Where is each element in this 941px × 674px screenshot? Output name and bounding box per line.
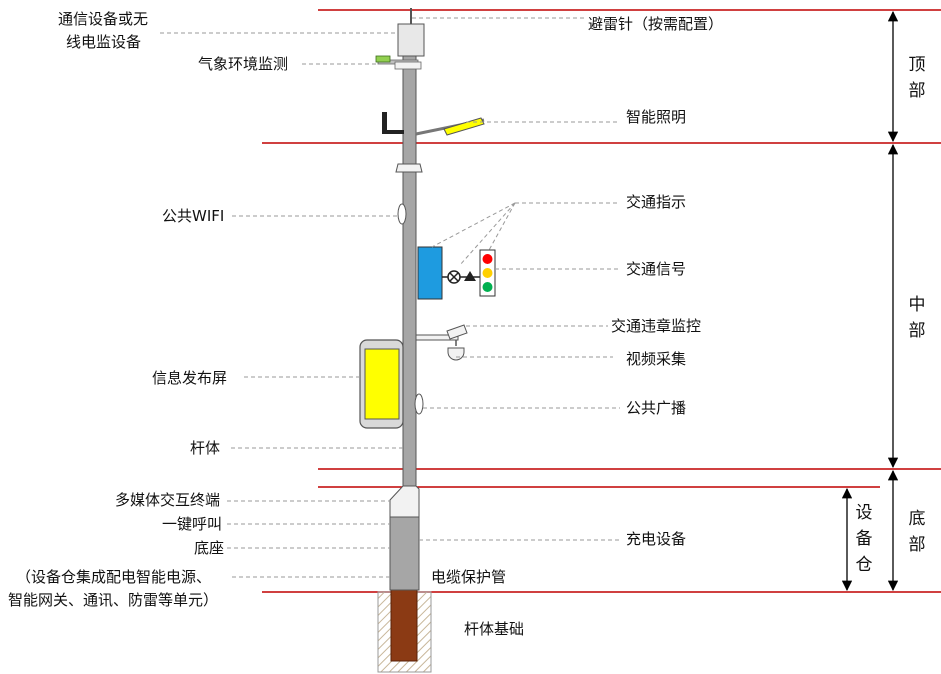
- base-transition: [389, 485, 420, 518]
- label-cable-conduit: 电缆保护管: [431, 568, 507, 586]
- section-cabin-char-1: 设: [855, 503, 873, 523]
- section-cabin-char-2: 备: [855, 529, 873, 549]
- label-sos: 一键呼叫: [162, 515, 223, 533]
- label-violation-monitor: 交通违章监控: [611, 317, 702, 335]
- section-top-char-1: 顶: [908, 55, 926, 75]
- wifi-antenna: [397, 203, 407, 225]
- pole-foundation: [377, 589, 432, 673]
- label-comm-line2: 线电监设备: [66, 33, 142, 51]
- label-wifi: 公共WIFI: [162, 207, 225, 225]
- label-multimedia: 多媒体交互终端: [115, 491, 221, 509]
- label-broadcast: 公共广播: [626, 399, 687, 417]
- info-screen: [359, 339, 404, 429]
- label-comm-line1: 通信设备或无: [58, 10, 149, 28]
- comm-device-box: [397, 23, 425, 57]
- section-bottom-char-1: 底: [908, 509, 926, 529]
- section-label-bottom: 底 部: [906, 506, 928, 558]
- foundation-core: [390, 589, 418, 662]
- light-yellow: [482, 268, 493, 278]
- signal-control-box: [417, 246, 443, 300]
- signal-arrow: [464, 271, 476, 281]
- leader-lines: [160, 17, 620, 578]
- label-foundation: 杆体基础: [464, 620, 525, 638]
- label-lightning-rod: 避雷针（按需配置）: [588, 15, 724, 33]
- light-red: [482, 254, 493, 264]
- label-cabin-desc-line1: （设备仓集成配电智能电源、: [16, 568, 212, 586]
- label-cabin-desc-line2: 智能网关、通讯、防雷等单元）: [8, 591, 219, 609]
- section-middle-char-2: 部: [908, 321, 926, 341]
- broadcast-speaker: [414, 393, 424, 415]
- smart-light: [382, 112, 485, 136]
- light-green: [482, 282, 493, 292]
- video-camera-dome: [447, 347, 465, 361]
- label-traffic-sign: 交通指示: [626, 193, 687, 211]
- pole-body: [402, 55, 417, 487]
- section-middle-char-1: 中: [908, 295, 926, 315]
- violation-camera: [415, 324, 468, 361]
- pole-clamp: [395, 163, 423, 173]
- section-top-char-2: 部: [908, 81, 926, 101]
- section-label-cabin: 设 备 仓: [853, 500, 875, 578]
- label-traffic-signal: 交通信号: [626, 260, 687, 278]
- label-base: 底座: [194, 539, 225, 557]
- label-weather: 气象环境监测: [198, 55, 289, 73]
- base-cabin: [389, 485, 420, 591]
- section-cabin-char-3: 仓: [855, 555, 873, 575]
- section-dividers: [262, 9, 941, 593]
- section-label-middle: 中 部: [906, 292, 928, 344]
- section-label-top: 顶 部: [906, 52, 928, 104]
- label-video-capture: 视频采集: [626, 350, 687, 368]
- cabin-body: [389, 516, 420, 591]
- traffic-signal-assembly: [417, 246, 496, 300]
- label-pole: 杆体: [190, 439, 221, 457]
- section-bottom-char-2: 部: [908, 535, 926, 555]
- section-arrows: [841, 10, 899, 592]
- label-smart-lighting: 智能照明: [626, 108, 687, 126]
- label-charging: 充电设备: [626, 530, 687, 548]
- weather-sensor: [375, 55, 422, 70]
- label-info-screen: 信息发布屏: [152, 369, 228, 387]
